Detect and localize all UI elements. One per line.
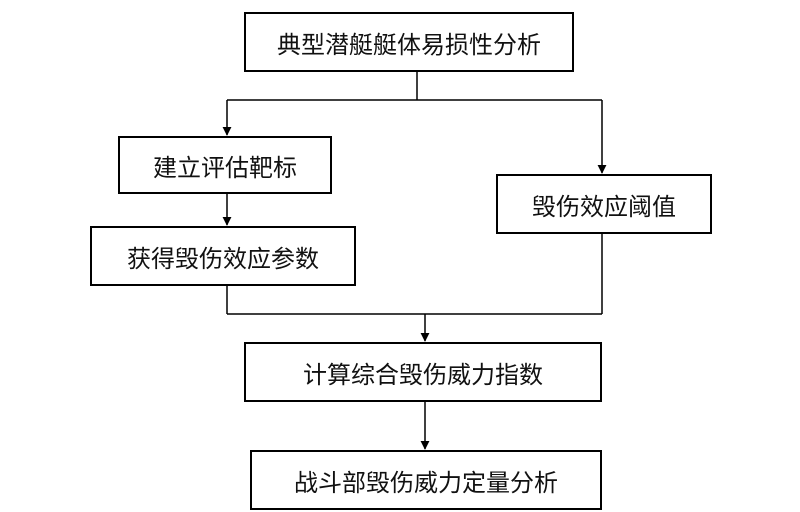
node-label: 毁伤效应阈值 xyxy=(532,192,676,221)
node-label: 战斗部毁伤威力定量分析 xyxy=(294,468,558,497)
node-damage-parameters: 获得毁伤效应参数 xyxy=(90,226,356,286)
node-label: 典型潜艇艇体易损性分析 xyxy=(277,30,541,59)
node-vulnerability-analysis: 典型潜艇艇体易损性分析 xyxy=(244,12,574,72)
node-damage-threshold: 毁伤效应阈值 xyxy=(496,174,712,234)
node-build-target: 建立评估靶标 xyxy=(118,136,332,194)
node-label: 建立评估靶标 xyxy=(153,153,297,182)
node-power-index: 计算综合毁伤威力指数 xyxy=(244,342,602,402)
node-label: 计算综合毁伤威力指数 xyxy=(303,360,543,389)
node-quantitative-analysis: 战斗部毁伤威力定量分析 xyxy=(250,450,602,510)
node-label: 获得毁伤效应参数 xyxy=(127,244,319,273)
